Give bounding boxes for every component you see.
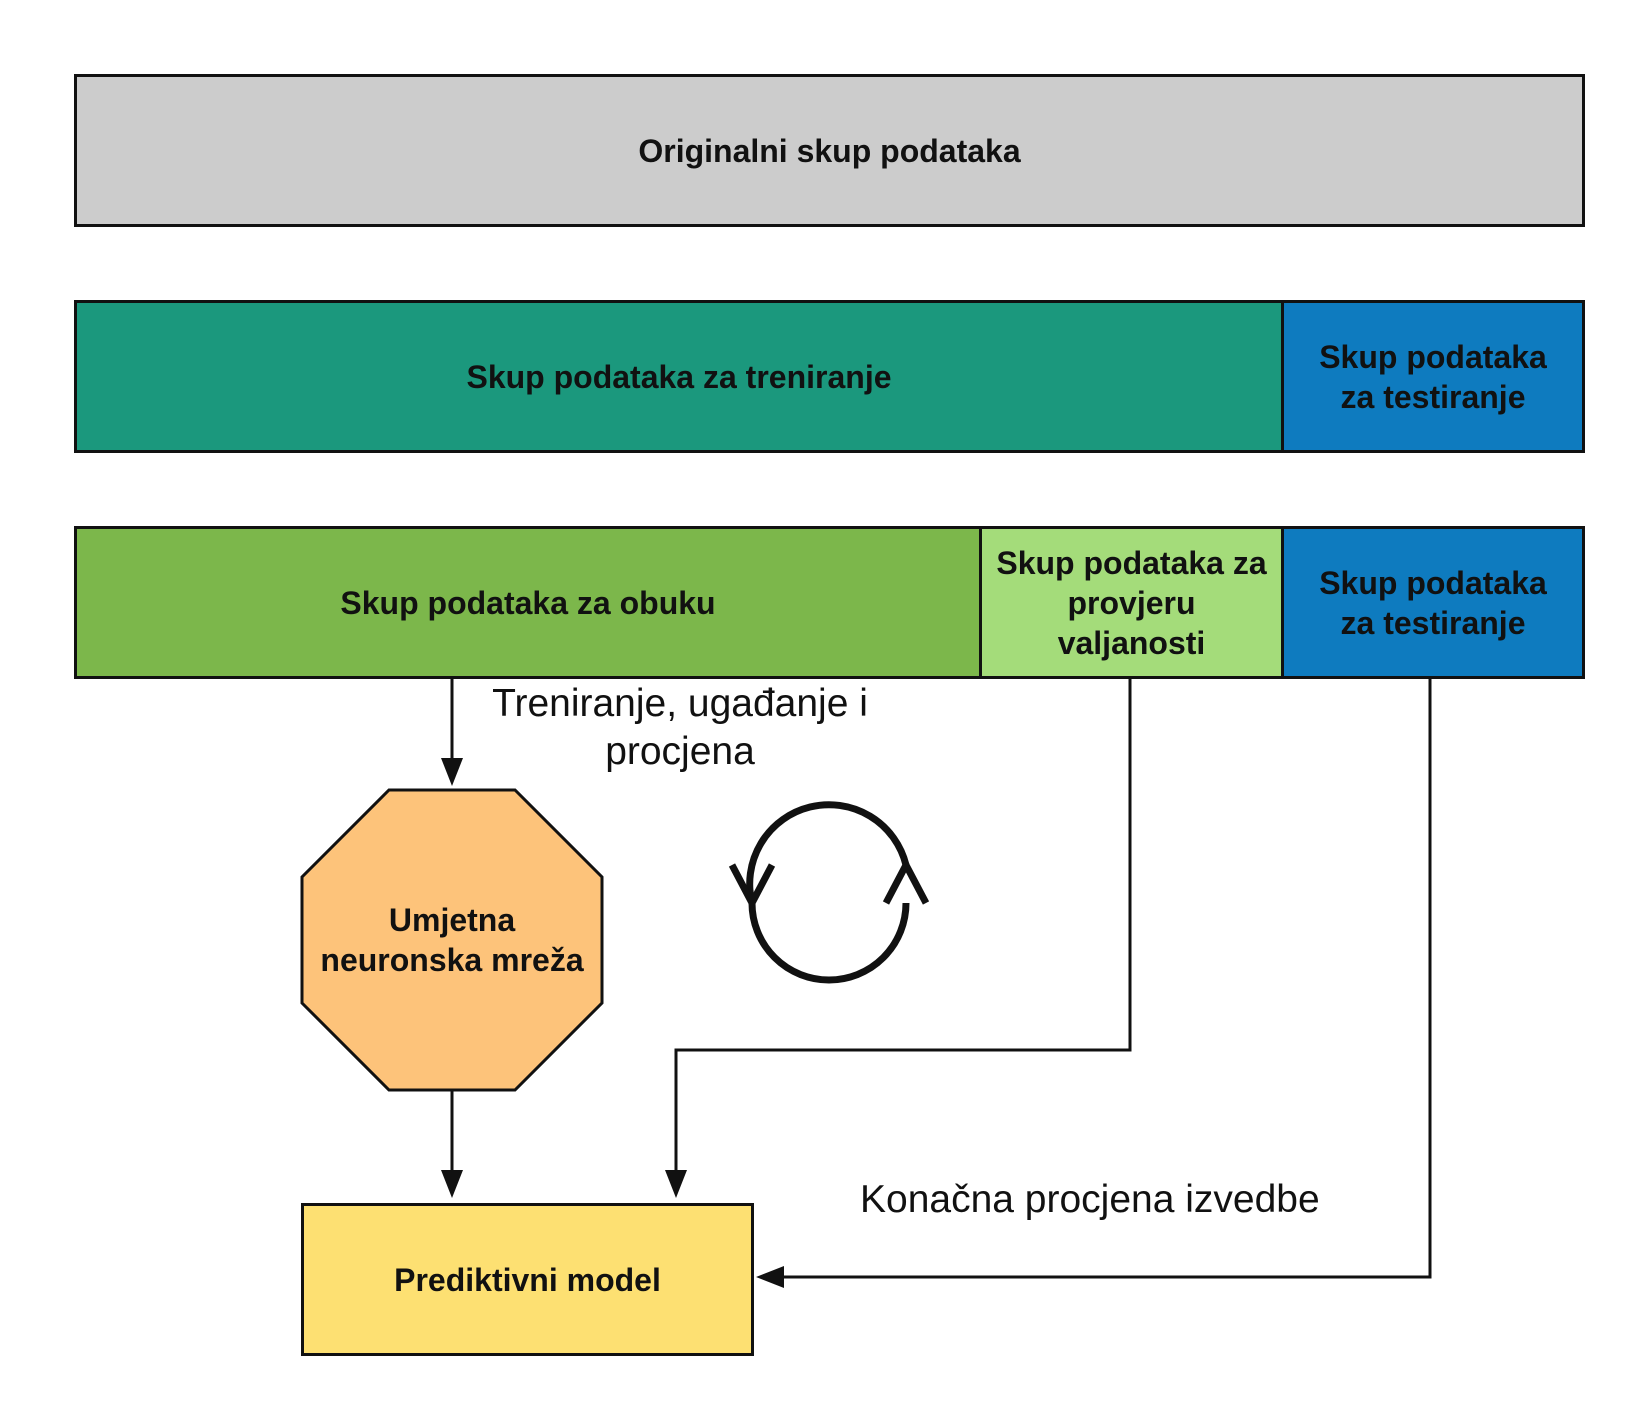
original-dataset-label: Originalni skup podataka: [638, 132, 1021, 169]
cycle-icon: [728, 801, 930, 984]
obuka-dataset-box: Skup podataka za obuku: [74, 526, 982, 679]
neural-network-label: Umjetna neuronska mreža: [320, 902, 584, 978]
training-dataset-box: Skup podataka za treniranje: [74, 300, 1284, 453]
validation-dataset-label: Skup podataka za provjeru valjanosti: [996, 544, 1267, 661]
original-dataset-box: Originalni skup podataka: [74, 74, 1585, 227]
training-loop-annotation: Treniranje, ugađanje i procjena: [460, 680, 900, 776]
test-dataset-label-row3: Skup podataka za testiranje: [1319, 564, 1547, 641]
test-dataset-box-row3: Skup podataka za testiranje: [1281, 526, 1585, 679]
validation-dataset-box: Skup podataka za provjeru valjanosti: [979, 526, 1284, 679]
neural-network-label-wrap: Umjetna neuronska mreža: [302, 790, 602, 1090]
connector-test-to-model: [756, 677, 1432, 1288]
training-loop-text: Treniranje, ugađanje i procjena: [492, 682, 868, 773]
connector-validation-to-model: [665, 677, 1132, 1198]
neural-network-octagon: [300, 788, 604, 1092]
test-dataset-label-row2: Skup podataka za testiranje: [1319, 338, 1547, 415]
test-dataset-box-row2: Skup podataka za testiranje: [1281, 300, 1585, 453]
predictive-model-box: Prediktivni model: [301, 1203, 754, 1356]
final-evaluation-annotation: Konačna procjena izvedbe: [860, 1176, 1360, 1224]
final-evaluation-text: Konačna procjena izvedbe: [860, 1178, 1320, 1221]
connector-obuka-to-network: [441, 677, 463, 786]
obuka-dataset-label: Skup podataka za obuku: [340, 584, 716, 621]
training-dataset-label: Skup podataka za treniranje: [466, 358, 892, 395]
predictive-model-label: Prediktivni model: [394, 1261, 661, 1298]
connector-network-to-model: [441, 1090, 463, 1198]
